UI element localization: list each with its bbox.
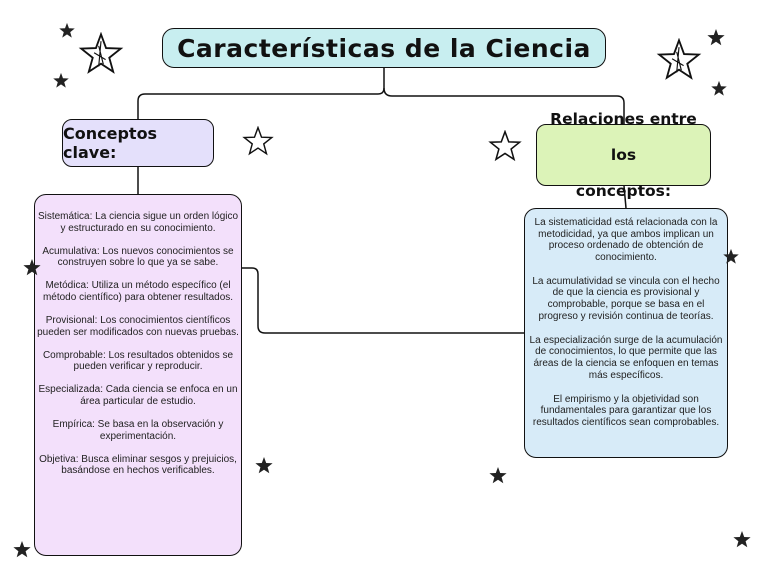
star-icon (78, 32, 124, 74)
star-icon (733, 531, 751, 548)
star-icon (489, 467, 507, 484)
concept-item-metodica: Metódica: Utiliza un método específico (… (42, 280, 234, 303)
star-icon (13, 541, 31, 558)
connector-title-right (383, 87, 625, 124)
concept-item-sistematica: Sistemática: La ciencia sigue un orden l… (37, 211, 239, 234)
connector-title-left (137, 68, 385, 119)
star-icon (242, 126, 274, 156)
concept-item-especializada: Especializada: Cada ciencia se enfoca en… (38, 384, 238, 408)
relation-item-3: La especialización surge de la acumulaci… (529, 334, 723, 381)
star-icon (488, 130, 522, 162)
concept-item-empirica: Empírica: Se basa en la observación y ex… (52, 419, 224, 442)
relation-item-2: La acumulatividad se vincula con el hech… (532, 275, 720, 322)
star-icon (656, 38, 702, 80)
star-icon (53, 72, 69, 88)
star-icon (723, 248, 739, 264)
star-icon (23, 259, 41, 276)
relation-item-4: El empirismo y la objetividad son fundam… (532, 393, 720, 428)
connector-righthead-body (623, 185, 627, 209)
page-title: Características de la Ciencia (162, 28, 606, 68)
relations-heading-line-1: Relaciones entre los (550, 110, 697, 164)
connector-left-right (242, 267, 524, 334)
concept-item-comprobable: Comprobable: Los resultados obtenidos se… (42, 349, 234, 373)
concept-item-objetiva: Objetiva: Busca eliminar sesgos y prejui… (39, 453, 237, 477)
relations-heading: Relaciones entre los conceptos: (536, 110, 711, 200)
star-icon (711, 80, 727, 96)
key-concepts-panel: Sistemática: La ciencia sigue un orden l… (34, 194, 242, 556)
key-concepts-heading: Conceptos clave: (62, 119, 214, 167)
relation-item-1: La sistematicidad está relacionada con l… (534, 217, 718, 263)
relations-heading-line-2: conceptos: (575, 182, 672, 200)
star-icon (255, 457, 273, 474)
concept-item-provisional: Provisional: Los conocimientos científic… (37, 315, 239, 338)
star-icon (707, 29, 725, 46)
relations-panel: La sistematicidad está relacionada con l… (524, 208, 728, 458)
star-icon (59, 22, 75, 38)
concept-item-acumulativa: Acumulativa: Los nuevos conocimientos se… (42, 245, 234, 269)
